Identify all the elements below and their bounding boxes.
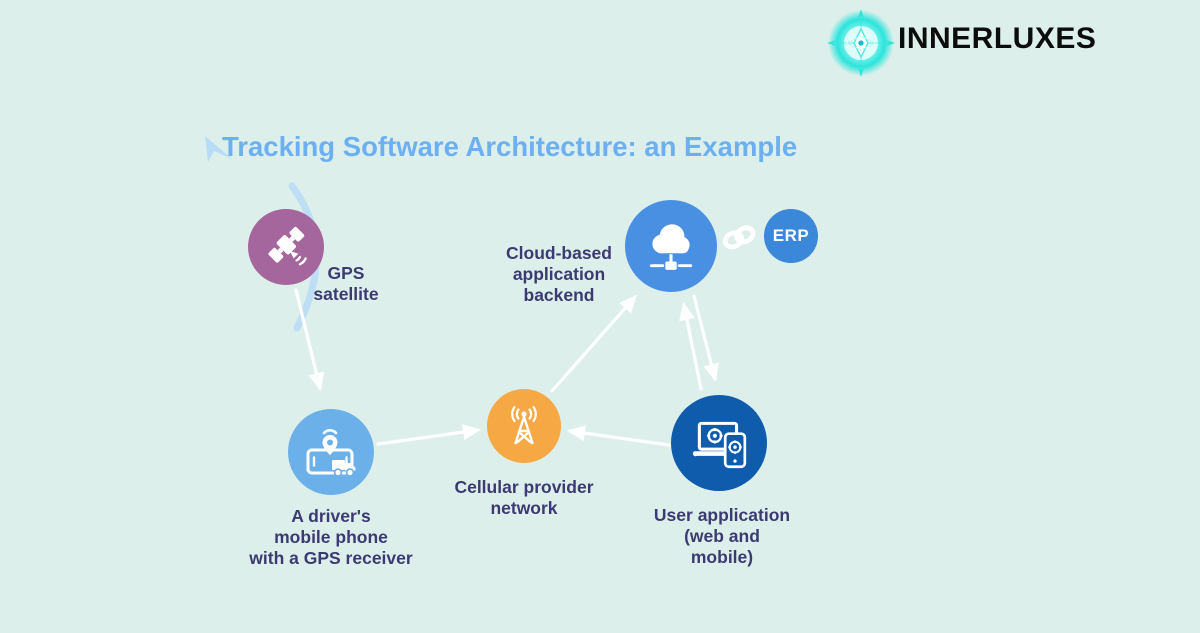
link-icon: [722, 225, 756, 250]
arrow-cloud-to-user: [692, 294, 720, 382]
node-erp: ERP: [764, 209, 818, 263]
laptop-mobile-icon: [692, 421, 747, 469]
user-application-label: User application (web and mobile): [653, 505, 791, 567]
node-cellular-network: [487, 389, 561, 463]
arrow-user-to-cloud: [679, 302, 703, 391]
arrow-cellular-to-cloud: [550, 294, 637, 393]
erp-label: ERP: [772, 226, 810, 245]
satellite-icon: [268, 226, 307, 266]
node-gps-satellite: [248, 209, 324, 285]
node-driver-phone: [288, 409, 374, 495]
cloud-network-icon: [649, 224, 693, 270]
logo-text: INNERLUXES: [898, 22, 1097, 55]
phone-gps-truck-icon: [306, 429, 356, 477]
cloud-backend-label: Cloud-based application backend: [506, 243, 612, 305]
driver-phone-label: A driver's mobile phone with a GPS recei…: [249, 506, 413, 568]
arrow-user-to-cellular: [567, 425, 678, 448]
arrow-phone-to-cellular: [376, 424, 481, 446]
gps-satellite-label: GPS satellite: [313, 263, 379, 304]
radio-tower-icon: [511, 405, 537, 445]
cellular-network-label: Cellular provider network: [454, 477, 594, 518]
page-title: Tracking Software Architecture: an Examp…: [222, 131, 798, 162]
node-user-application: [671, 395, 767, 491]
node-cloud-backend: [625, 200, 717, 292]
logo: INNERLUXES: [826, 8, 1096, 78]
compass-target-icon: [827, 9, 895, 77]
